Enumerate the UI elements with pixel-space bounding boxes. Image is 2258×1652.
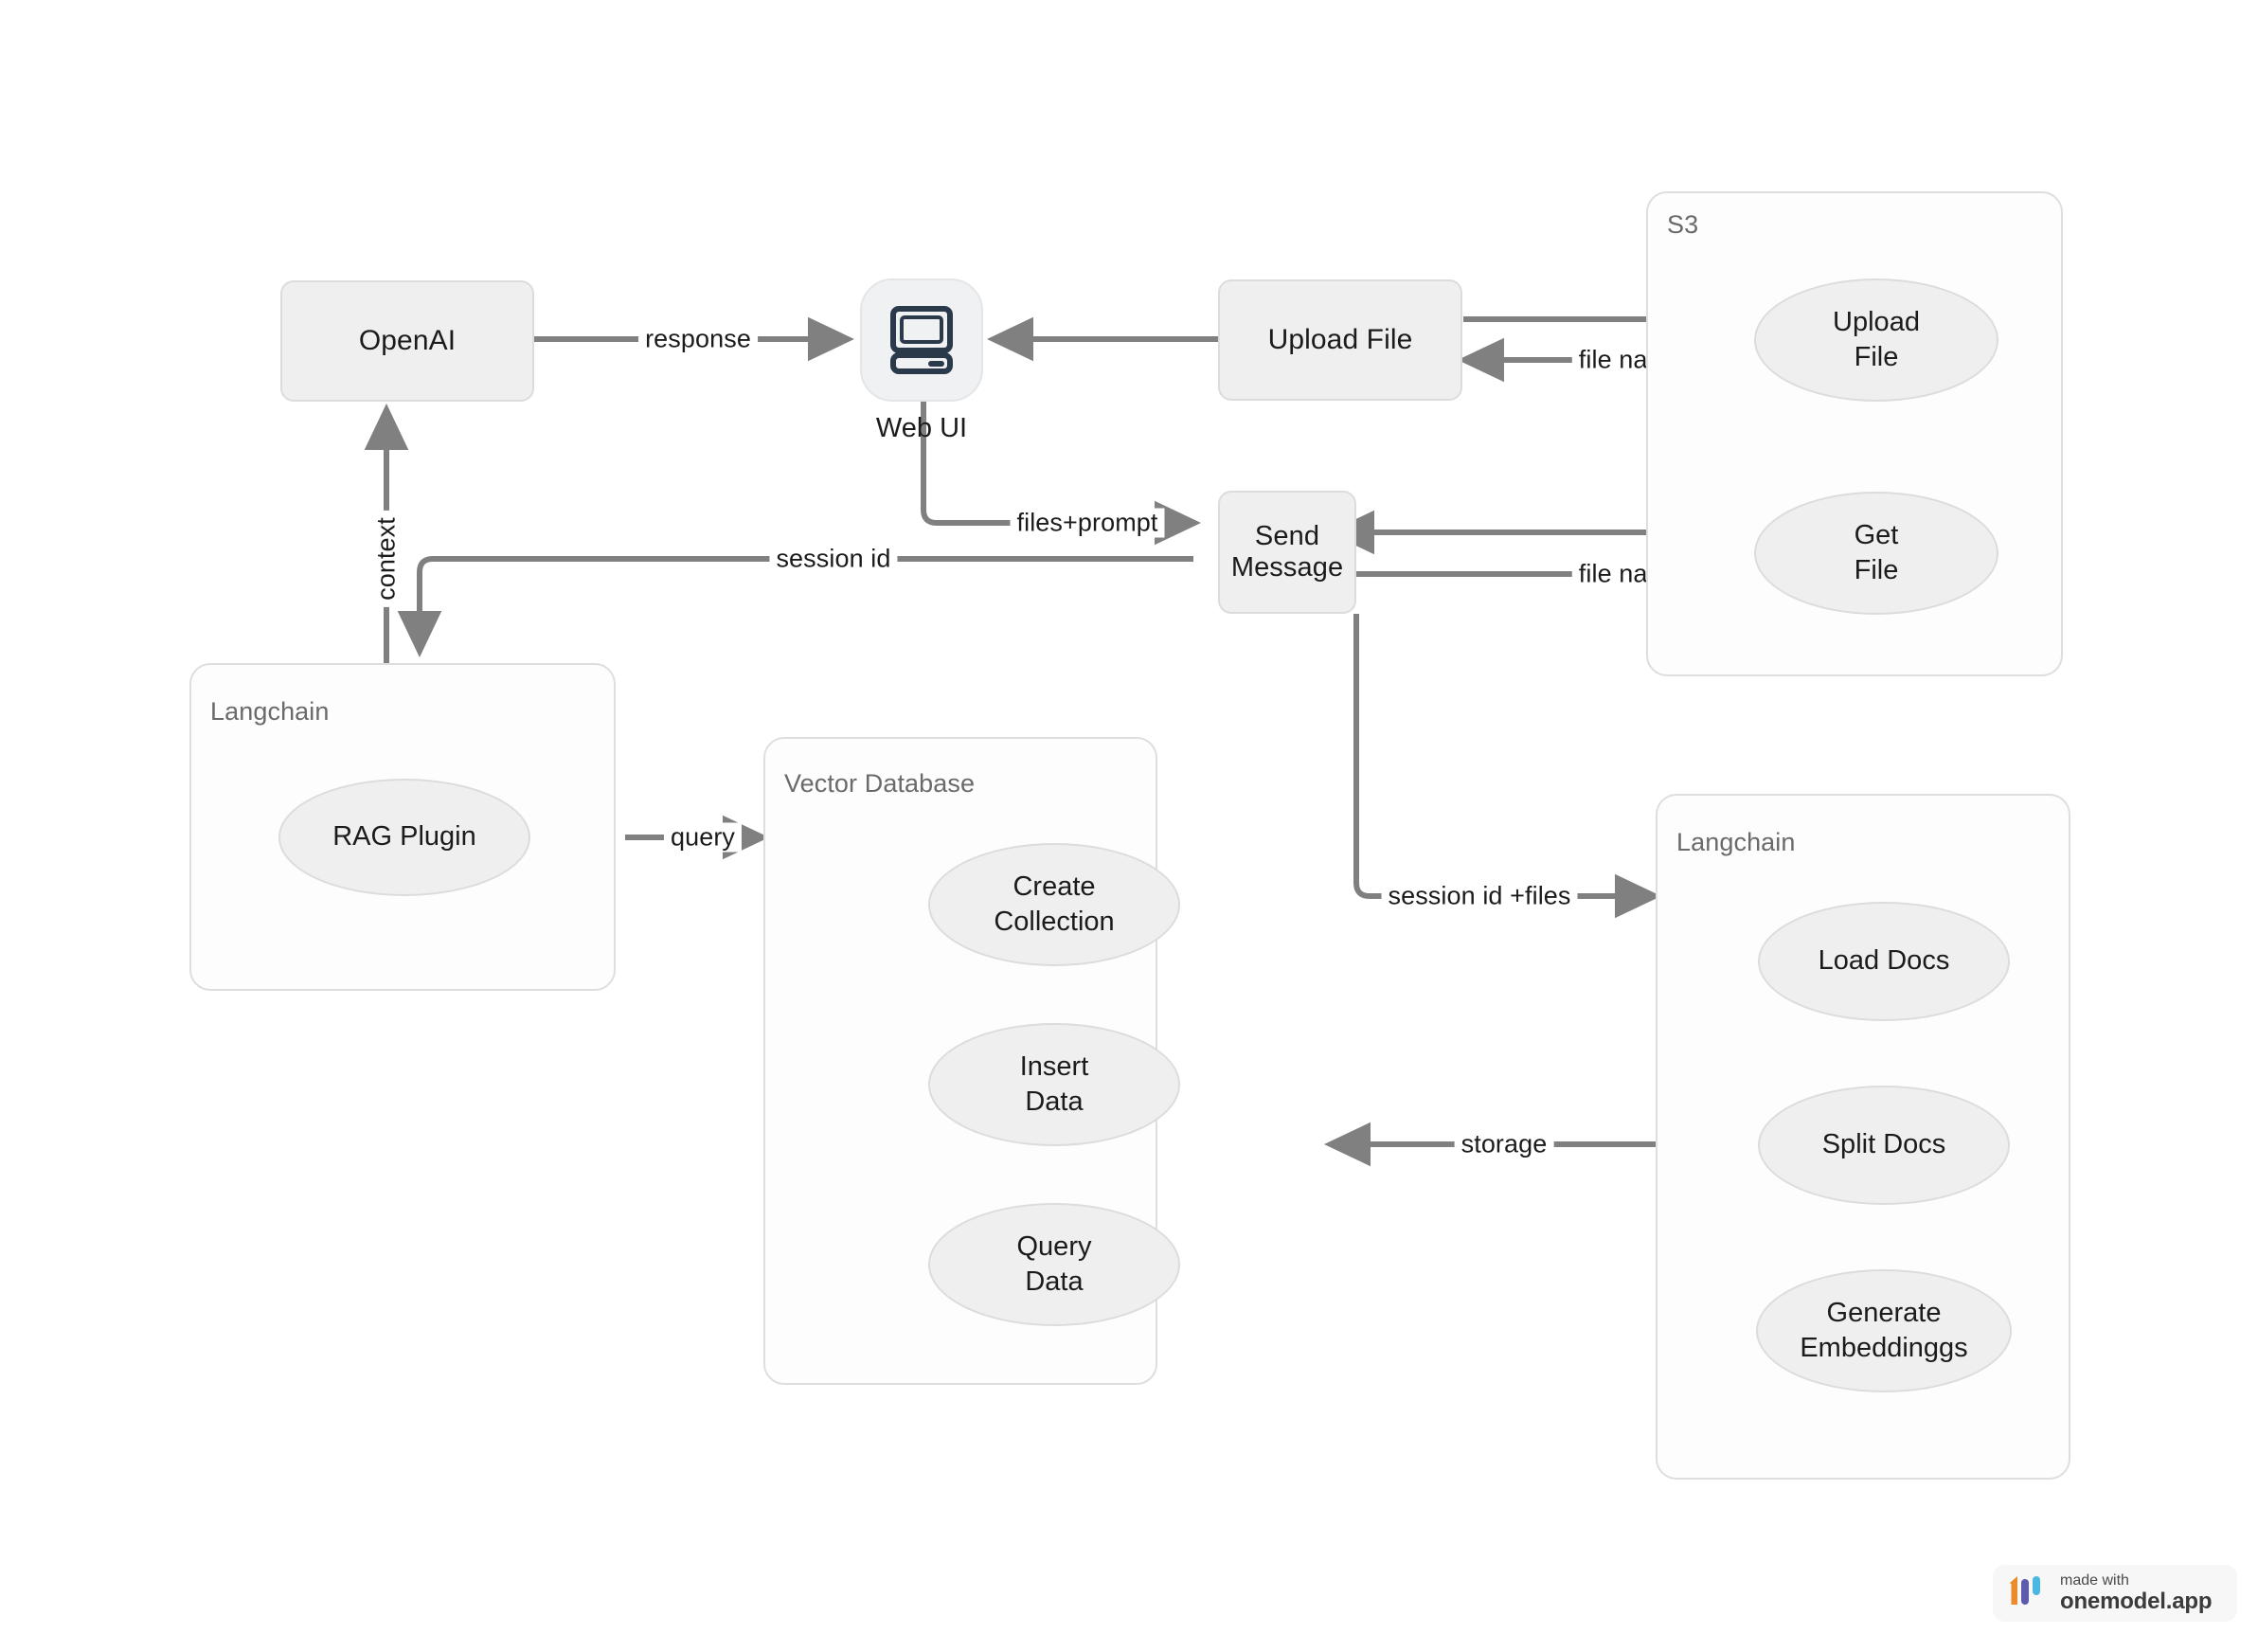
group-label-vector-database: Vector Database <box>784 769 976 798</box>
edge-label-files-prompt: files+prompt <box>1010 508 1165 538</box>
node-create-collection[interactable]: Create Collection <box>928 843 1180 966</box>
node-query-data[interactable]: Query Data <box>928 1203 1180 1326</box>
edge-label-session-id: session id <box>769 544 898 574</box>
group-label-langchain-ingest: Langchain <box>1676 828 1796 856</box>
node-split-docs[interactable]: Split Docs <box>1758 1086 2010 1205</box>
edge-label-response: response <box>638 324 758 354</box>
edge-label-context: context <box>368 511 404 607</box>
edge-label-storage: storage <box>1454 1129 1554 1159</box>
node-generate-embeddings[interactable]: Generate Embeddinggs <box>1756 1269 2012 1392</box>
node-s3-upload-file[interactable]: Upload File <box>1754 278 1998 402</box>
node-web-ui-label: Web UI <box>875 413 968 443</box>
node-insert-data[interactable]: Insert Data <box>928 1023 1180 1146</box>
node-send-message[interactable]: Send Message <box>1218 491 1356 614</box>
edge-label-session-id-files: session id +files <box>1381 881 1578 911</box>
node-rag-plugin[interactable]: RAG Plugin <box>278 779 530 896</box>
node-upload-file[interactable]: Upload File <box>1218 279 1462 401</box>
edge-label-query: query <box>663 822 743 853</box>
watermark-made-with: made with <box>2060 1572 2129 1589</box>
group-label-s3: S3 <box>1667 210 1699 239</box>
onemodel-logo-icon <box>2006 1573 2048 1614</box>
node-s3-get-file[interactable]: Get File <box>1754 492 1998 615</box>
watermark-badge[interactable]: made with onemodel.app <box>1993 1565 2237 1622</box>
desktop-computer-icon <box>885 301 959 380</box>
node-load-docs[interactable]: Load Docs <box>1758 902 2010 1021</box>
node-openai[interactable]: OpenAI <box>280 280 534 402</box>
edge-sendmessage-to-langchain-ingest <box>1353 614 1662 919</box>
node-web-ui[interactable] <box>860 278 983 402</box>
group-label-langchain-rag: Langchain <box>210 697 330 726</box>
watermark-brand: onemodel.app <box>2060 1588 2213 1614</box>
